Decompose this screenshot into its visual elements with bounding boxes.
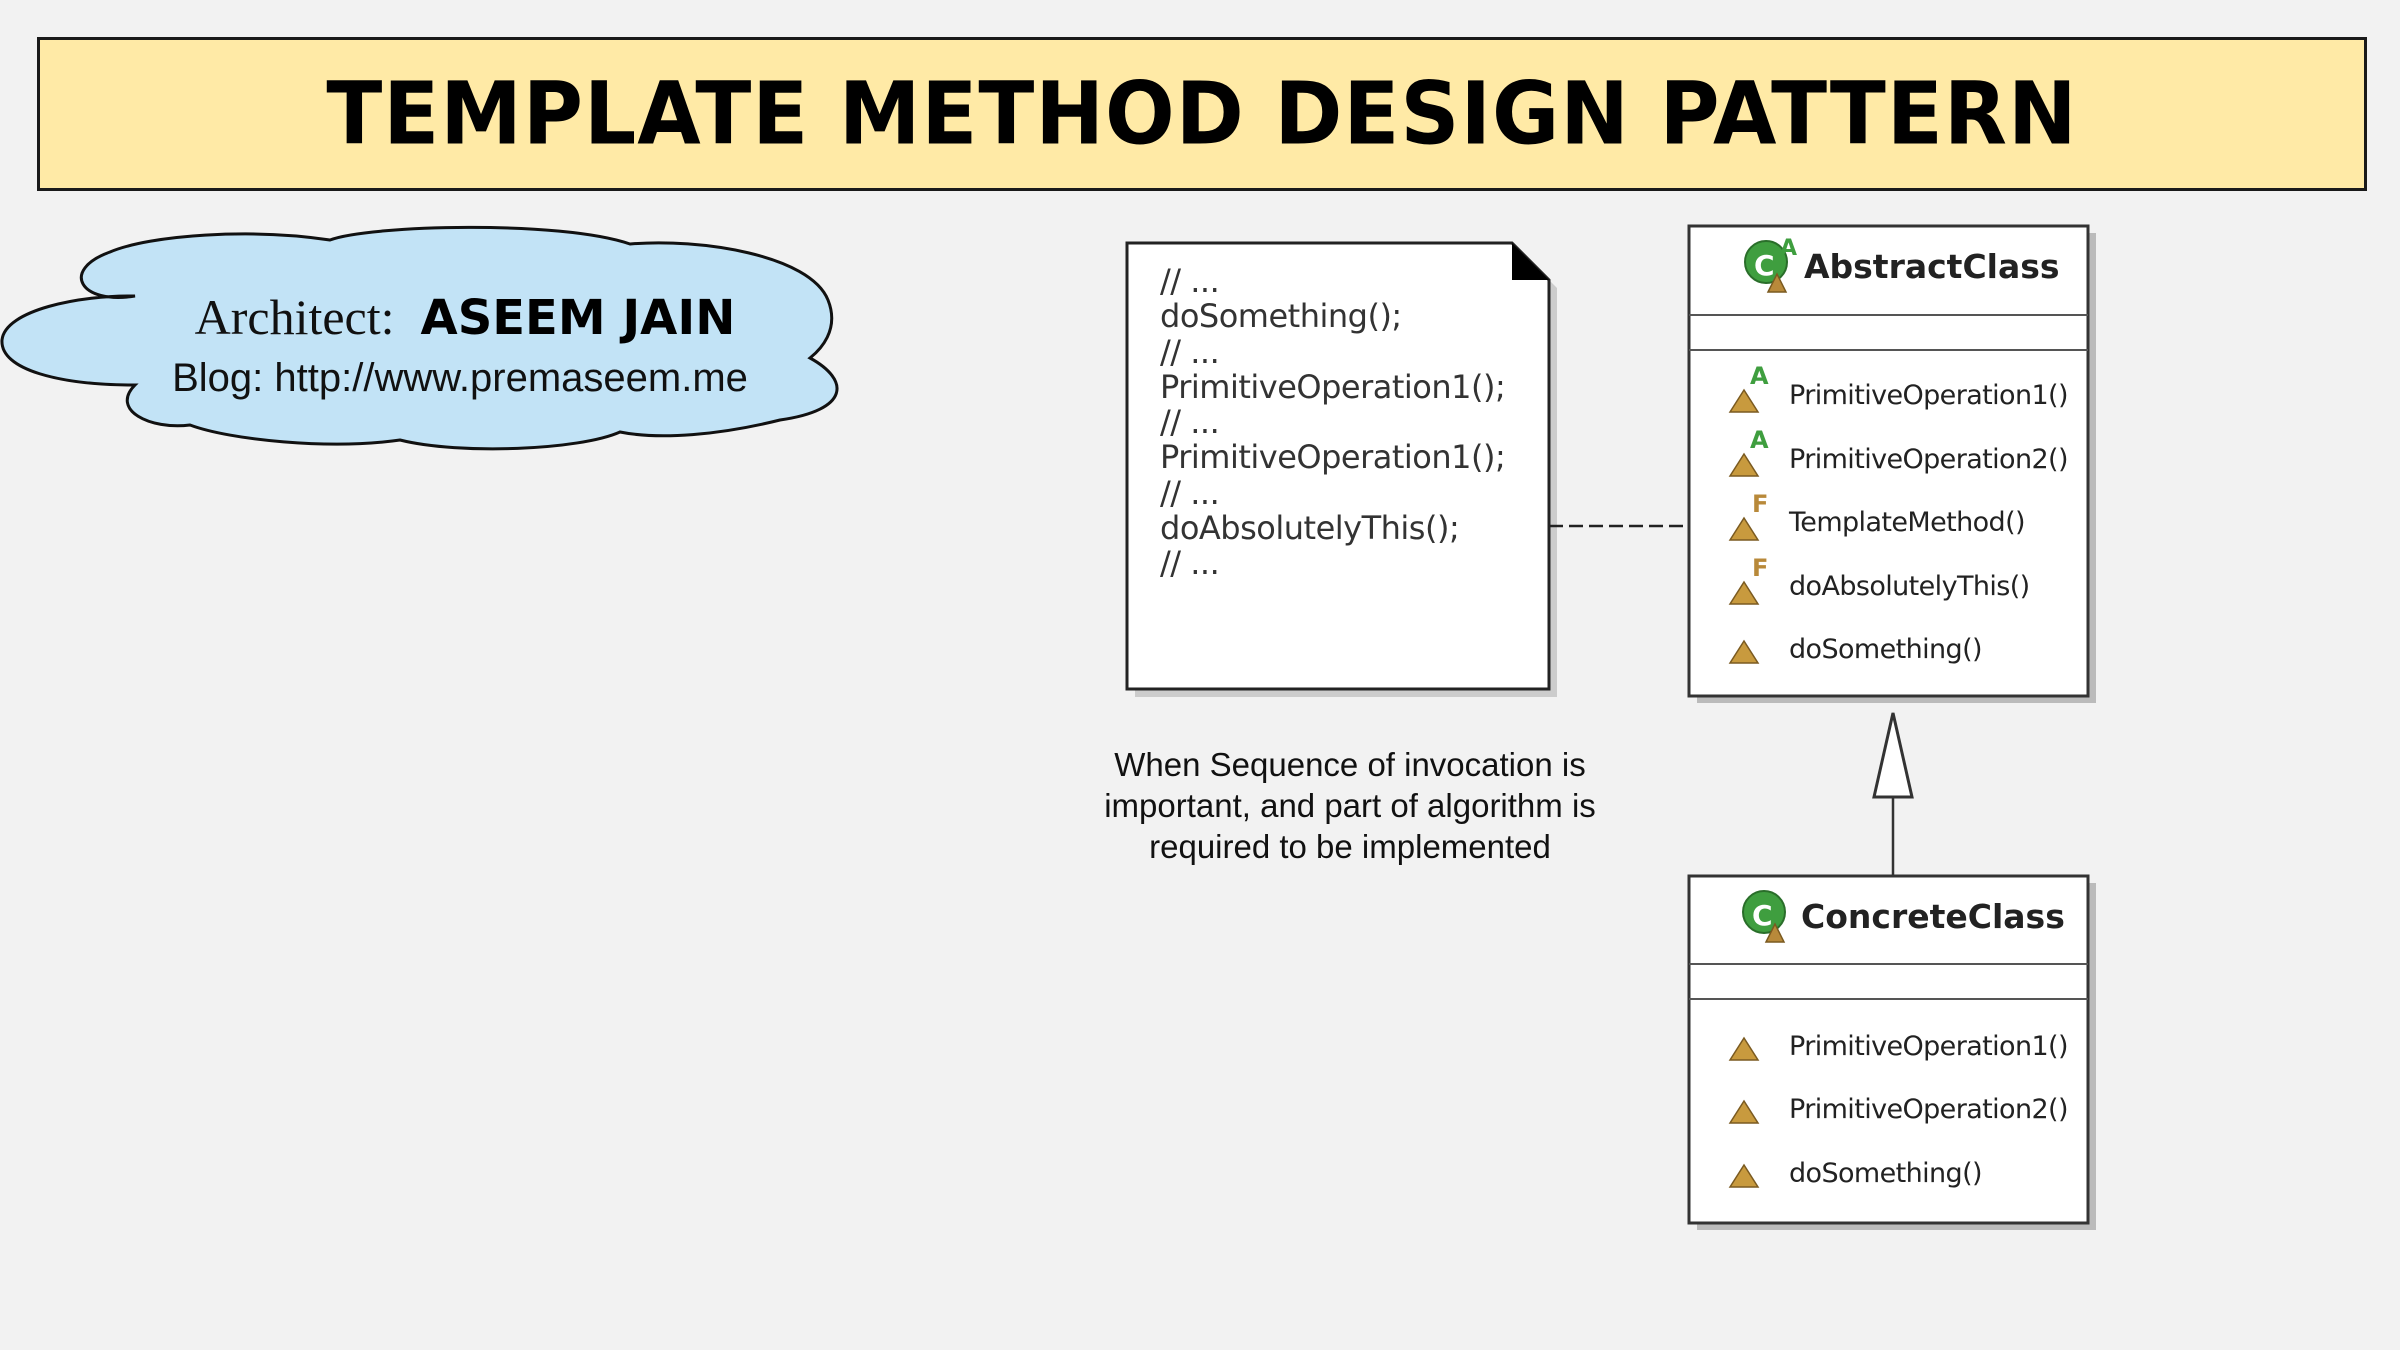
note-line: // ... — [1160, 544, 1220, 583]
note-line: PrimitiveOperation1(); — [1160, 367, 1506, 406]
method-icon — [1728, 388, 1760, 413]
note-line: // ... — [1160, 403, 1220, 442]
operation: doSomething() — [1789, 1158, 1983, 1189]
method-icon — [1728, 1163, 1760, 1188]
note-line: // ... — [1160, 473, 1220, 512]
svg-text:C: C — [1754, 249, 1775, 282]
operation: TemplateMethod() — [1789, 507, 2026, 538]
operation: PrimitiveOperation2() — [1789, 444, 2069, 475]
page-title: TEMPLATE METHOD DESIGN PATTERN — [326, 64, 2078, 164]
cloud-shape — [0, 225, 839, 451]
method-icon — [1728, 1036, 1760, 1061]
abstract-class-name: AbstractClass — [1804, 247, 2060, 286]
concrete-class-icon: C — [1742, 890, 1786, 943]
note-line: // ... — [1160, 332, 1220, 371]
method-icon — [1728, 452, 1760, 477]
final-modifier: F — [1752, 490, 1768, 518]
note-line: doSomething(); — [1160, 297, 1402, 336]
abstract-modifier: A — [1750, 426, 1769, 454]
caption-line: important, and part of algorithm is — [1104, 787, 1596, 824]
architect-colon: : — [380, 289, 395, 345]
note-code: // ... doSomething(); // ... PrimitiveOp… — [1160, 262, 1506, 583]
note-dog-ear — [1512, 243, 1549, 280]
svg-text:C: C — [1752, 899, 1773, 932]
operation: doAbsolutelyThis() — [1789, 571, 2030, 602]
title-banner: TEMPLATE METHOD DESIGN PATTERN — [37, 37, 2367, 191]
operation: PrimitiveOperation1() — [1789, 380, 2069, 411]
note-line: PrimitiveOperation1(); — [1160, 438, 1506, 477]
caption: When Sequence of invocation is important… — [1050, 744, 1650, 867]
connector-anchor — [1703, 517, 1721, 535]
architect-label: Architect — [194, 289, 381, 345]
caption-line: When Sequence of invocation is — [1114, 746, 1586, 783]
caption-line: required to be implemented — [1149, 828, 1551, 865]
note-line: doAbsolutelyThis(); — [1160, 509, 1460, 548]
abstract-class-badge: A — [1780, 236, 1797, 261]
abstract-modifier: A — [1750, 362, 1769, 390]
architect-name: ASEEM JAIN — [420, 290, 736, 346]
inheritance-arrowhead — [1872, 712, 1914, 799]
note-line: // ... — [1160, 262, 1220, 300]
concrete-class-name: ConcreteClass — [1801, 897, 2065, 936]
operation: PrimitiveOperation1() — [1789, 1031, 2069, 1062]
operation: PrimitiveOperation2() — [1789, 1094, 2069, 1125]
method-icon — [1728, 580, 1760, 605]
author-cloud: Architect: ASEEM JAIN Blog: http://www.pr… — [0, 222, 840, 454]
architect-line: Architect: ASEEM JAIN — [0, 288, 930, 346]
method-icon — [1728, 1099, 1760, 1124]
method-icon — [1728, 516, 1760, 541]
final-modifier: F — [1752, 554, 1768, 582]
method-icon — [1728, 639, 1760, 664]
operation: doSomething() — [1789, 634, 1983, 665]
blog-url: Blog: http://www.premaseem.me — [172, 356, 748, 400]
